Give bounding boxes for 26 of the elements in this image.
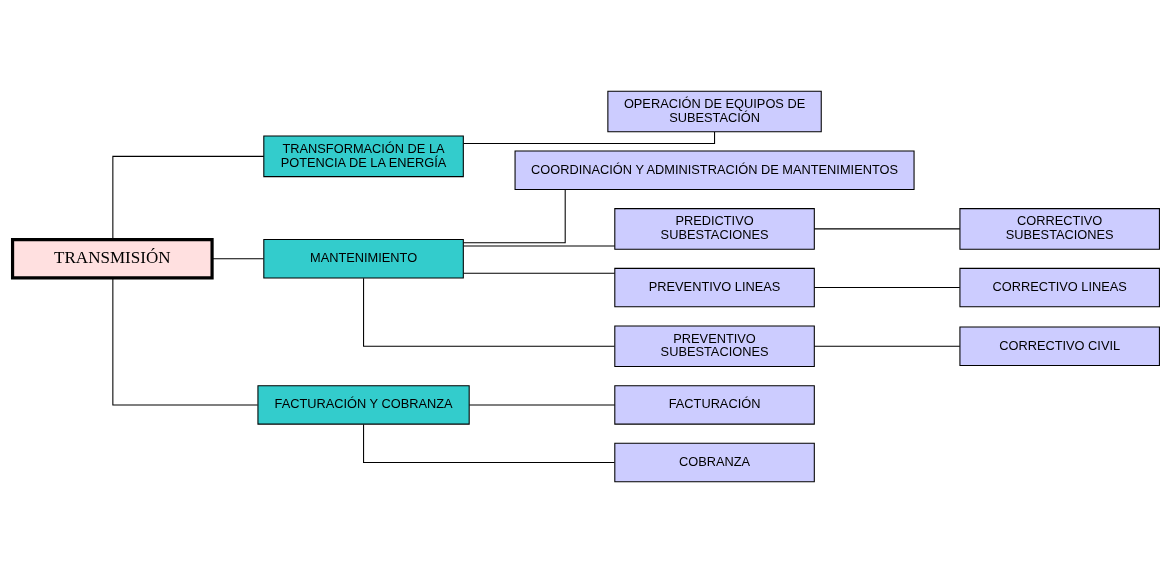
connector (813, 227, 961, 229)
node-box: TRANSMISIÓN (10, 237, 214, 280)
connector (112, 277, 259, 405)
node-box: MANTENIMIENTO (263, 238, 464, 278)
node-box: TRANSFORMACIÓN DE LA POTENCIA DE LA ENERGÍA (263, 135, 464, 177)
node-box: CORRECTIVO LINEAS (959, 267, 1160, 307)
connector (211, 257, 264, 259)
node-box: OPERACIÓN DE EQUIPOS DE SUBESTACIÓN (607, 90, 822, 132)
node-box: FACTURACIÓN Y COBRANZA (257, 384, 470, 425)
connector (363, 277, 615, 347)
node-box: CORRECTIVO CIVIL (959, 326, 1160, 366)
connector (463, 272, 616, 274)
connector (463, 244, 616, 246)
connector (813, 286, 961, 288)
connector (363, 423, 615, 463)
connector (462, 188, 566, 243)
node-box: PREDICTIVO SUBESTACIONES (614, 207, 815, 250)
connector (813, 345, 961, 347)
node-box: COBRANZA (614, 442, 815, 482)
connector (112, 155, 265, 240)
node-box: CORRECTIVO SUBESTACIONES (959, 207, 1160, 250)
connector (468, 403, 616, 405)
node-box: PREVENTIVO SUBESTACIONES (614, 324, 815, 367)
node-box: FACTURACIÓN (614, 384, 815, 425)
node-box: COORDINACIÓN Y ADMINISTRACIÓN DE MANTENIMIENTOS (514, 149, 915, 190)
node-box: PREVENTIVO LINEAS (614, 267, 815, 307)
